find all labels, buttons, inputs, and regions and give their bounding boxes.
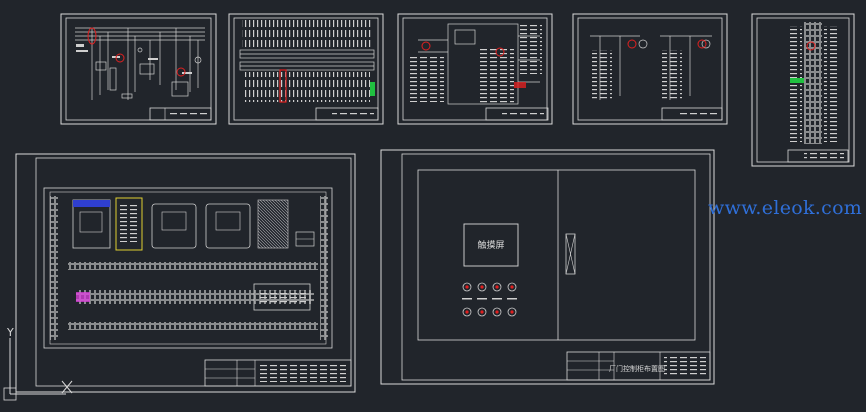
sheet-terminal-list[interactable]	[751, 13, 855, 167]
touch-screen[interactable]	[463, 223, 519, 267]
sheet-panel-front-layout[interactable]: 触摸屏 厂门控制柜布置图	[380, 149, 715, 385]
ucs-icon	[3, 338, 73, 401]
component-transformer[interactable]	[257, 199, 289, 249]
title-block-name: 厂门控制柜布置图	[609, 364, 665, 373]
sheet-panel-internal-layout[interactable]	[15, 153, 356, 393]
component-inverter-2[interactable]	[205, 203, 251, 249]
component-inverter-1[interactable]	[151, 203, 197, 249]
touch-screen-label: 触摸屏	[477, 239, 504, 251]
watermark-text: www.eleok.com	[708, 197, 863, 219]
sheet-motor-control[interactable]	[572, 13, 728, 125]
sheet-main-circuit[interactable]	[60, 13, 217, 125]
component-terminal-box[interactable]	[295, 231, 315, 247]
sheet-plc-io[interactable]	[228, 13, 384, 125]
sheet-controller-wiring[interactable]	[397, 13, 553, 125]
ucs-y-label: Y	[7, 326, 14, 339]
component-power-supply[interactable]	[115, 197, 143, 251]
door-handle[interactable]	[565, 233, 576, 275]
component-plc[interactable]	[72, 199, 111, 249]
